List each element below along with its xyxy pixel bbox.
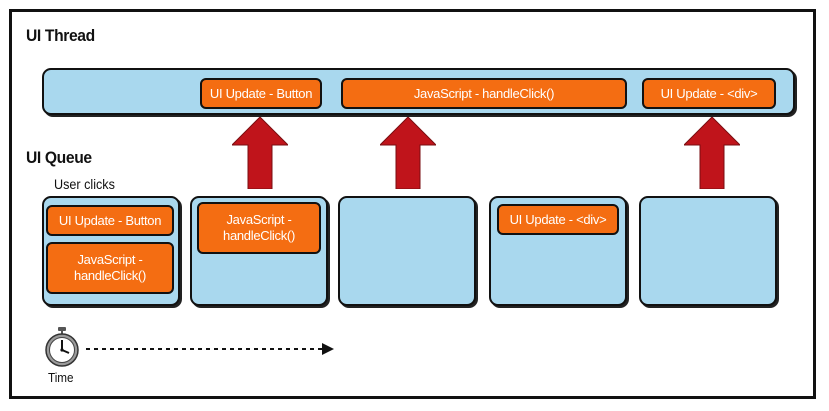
thread-task-ui-update-div: UI Update - <div> xyxy=(642,78,776,109)
user-clicks-label: User clicks xyxy=(54,176,115,192)
diagram-frame: UI Thread UI Update - Button JavaScript … xyxy=(9,9,816,399)
stopwatch-icon xyxy=(45,327,79,367)
queue-slot-3 xyxy=(338,196,476,306)
thread-task-javascript-handleclick: JavaScript - handleClick() xyxy=(341,78,627,109)
up-arrow-3 xyxy=(684,117,740,189)
ui-thread-title: UI Thread xyxy=(26,26,95,45)
queue-task-javascript-handleclick-2: JavaScript - handleClick() xyxy=(197,202,321,254)
queue-slot-5 xyxy=(639,196,777,306)
time-arrow xyxy=(86,343,334,355)
time-label: Time xyxy=(48,370,74,385)
queue-task-ui-update-button: UI Update - Button xyxy=(46,205,174,236)
thread-task-ui-update-button: UI Update - Button xyxy=(200,78,322,109)
queue-task-ui-update-div: UI Update - <div> xyxy=(497,204,619,235)
up-arrow-1 xyxy=(232,117,288,189)
queue-task-javascript-handleclick: JavaScript - handleClick() xyxy=(46,242,174,294)
up-arrow-2 xyxy=(380,117,436,189)
ui-queue-title: UI Queue xyxy=(26,148,92,167)
